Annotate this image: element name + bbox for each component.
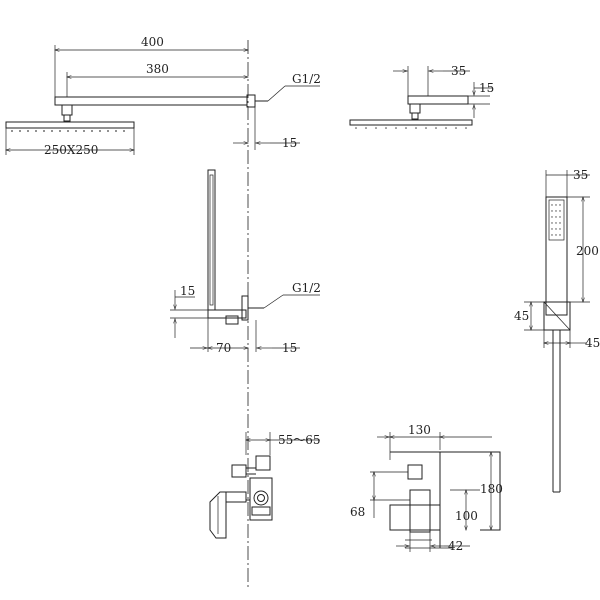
dim-thread-top: G1/2 — [292, 72, 321, 86]
dim-valve-height: 180 — [480, 482, 503, 496]
dim-380: 380 — [146, 62, 169, 76]
mixer-valve-front-view: 130 180 100 68 42 — [350, 423, 503, 553]
mixer-valve-side-view: 55～65 — [209, 432, 321, 539]
dim-elbow-projection: 70 — [216, 341, 231, 355]
dim-valve-lower: 100 — [455, 509, 478, 523]
wall-elbow-view: 15 G1/2 70 15 — [170, 169, 321, 355]
overhead-shower-side-view: 35 15 — [349, 64, 494, 129]
dim-holder-depth: 45 — [585, 336, 600, 350]
dim-400: 400 — [141, 35, 164, 49]
nozzle-dots-side — [355, 127, 467, 129]
handheld-shower: 35 200 45 45 — [514, 168, 600, 493]
dim-wall-offset-top: 15 — [282, 136, 297, 150]
dim-head-size: 250X250 — [44, 143, 98, 157]
dim-holder-height: 45 — [514, 309, 529, 323]
dim-wall-offset-bottom: 15 — [282, 341, 297, 355]
dim-handset-length: 200 — [576, 244, 599, 258]
dim-valve-width: 130 — [408, 423, 431, 437]
overhead-shower-front-view: 400 380 G1/2 15 250X250 — [5, 35, 321, 157]
dim-wall-depth: 55～65 — [278, 433, 321, 447]
handset-nozzles — [551, 204, 561, 236]
dim-head-side-thickness: 15 — [479, 81, 494, 95]
dim-elbow-offset: 15 — [180, 284, 195, 298]
dim-handset-width: 35 — [573, 168, 588, 182]
dim-head-side-width: 35 — [451, 64, 466, 78]
dim-thread-bottom: G1/2 — [292, 281, 321, 295]
dim-valve-spacing: 68 — [350, 505, 365, 519]
nozzle-dots — [11, 130, 125, 132]
dim-valve-handle: 42 — [448, 539, 463, 553]
